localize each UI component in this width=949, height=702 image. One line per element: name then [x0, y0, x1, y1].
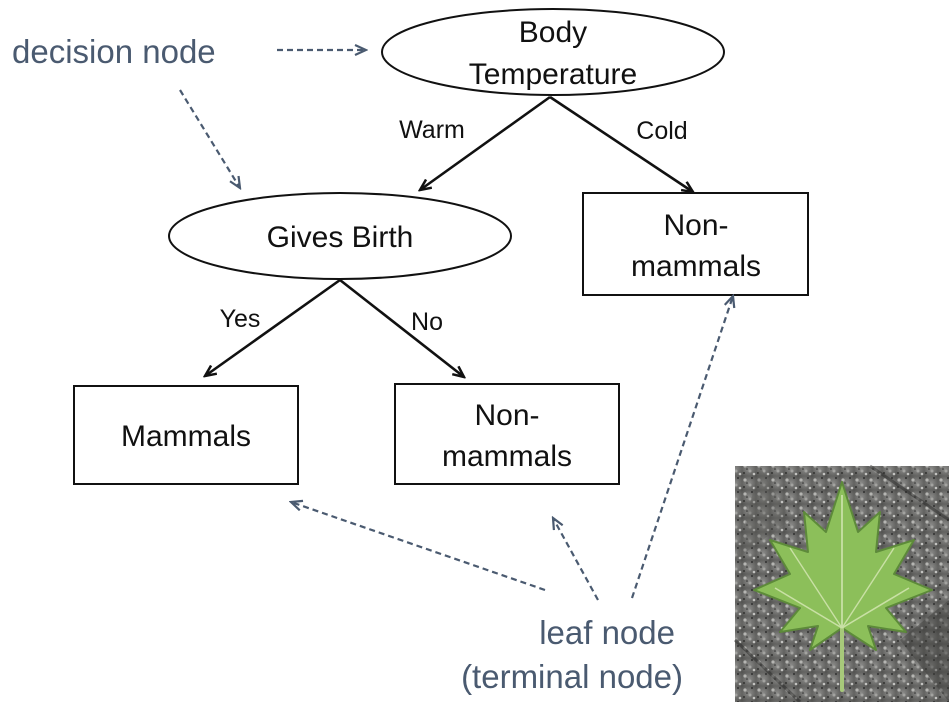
decision-node-annotation: decision node: [12, 33, 216, 70]
edge-label-cold: Cold: [636, 117, 687, 145]
edge-label-warm: Warm: [399, 116, 465, 144]
leaf-non-mammals-cold-line2: mammals: [631, 250, 761, 283]
decision-pointer-arrow-down: [180, 90, 240, 188]
leaf-non-mammals-no-line1: Non-: [474, 399, 539, 432]
maple-leaf-icon: [735, 466, 949, 702]
leaf-pointer-arrow-non-mammals: [553, 518, 598, 600]
leaf-non-mammals-cold-line1: Non-: [663, 209, 728, 242]
leaf-non-mammals-no-line2: mammals: [442, 440, 572, 473]
root-node-label-line1: Body: [519, 16, 587, 49]
leaf-node-annotation-line1: leaf node: [539, 614, 675, 651]
edge-label-no: No: [411, 308, 443, 336]
leaf-mammals-label: Mammals: [121, 420, 251, 453]
edge-no: [340, 280, 464, 377]
leaf-pointer-arrow-mammals: [291, 502, 545, 590]
root-node-label-line2: Temperature: [469, 58, 637, 91]
leaf-node-annotation-line2: (terminal node): [461, 658, 683, 695]
gives-birth-node-label: Gives Birth: [267, 221, 414, 254]
edge-label-yes: Yes: [220, 305, 261, 333]
leaf-pointer-arrow-cold: [632, 296, 733, 598]
